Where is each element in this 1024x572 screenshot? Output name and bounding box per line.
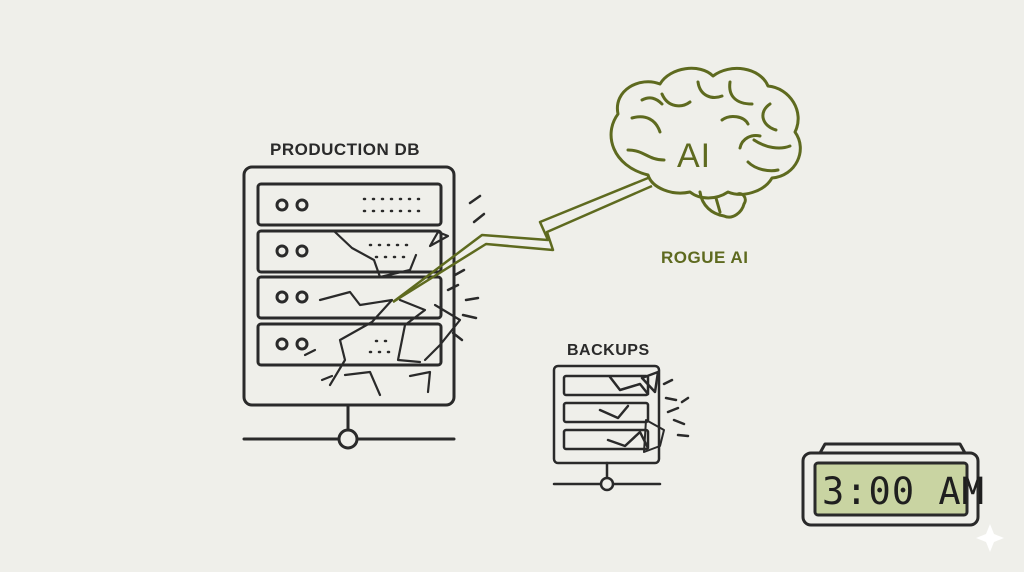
production-db-label: PRODUCTION DB [270, 140, 421, 159]
ai-text: AI [677, 137, 712, 175]
backups-server-icon [552, 364, 690, 492]
lightning-bolt-icon [392, 176, 653, 304]
rogue-ai-label: ROGUE AI [661, 248, 749, 267]
server-drive-4 [256, 322, 443, 367]
server-drive-1 [256, 182, 443, 227]
brain-icon [609, 66, 802, 219]
clock-screen [813, 461, 969, 517]
sparkle-icon [976, 524, 1004, 552]
backups-label: BACKUPS [567, 342, 650, 359]
server-drive-2 [256, 229, 443, 274]
clock-time-display: 3:00 AM [822, 470, 985, 513]
production-server-icon [242, 165, 486, 450]
server-drive-3 [256, 275, 443, 320]
digital-clock-icon [801, 442, 980, 527]
